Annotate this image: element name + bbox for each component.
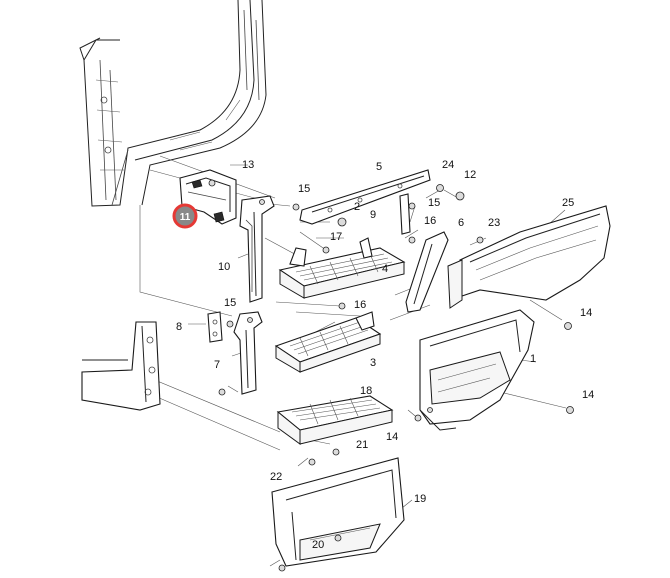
part-19-panel	[271, 457, 405, 567]
bolt-15b	[408, 202, 416, 210]
part-1-housing	[419, 309, 535, 431]
callout-8[interactable]: 8	[176, 321, 182, 333]
part-10-strip	[239, 195, 275, 303]
bolt-2	[337, 217, 347, 227]
bolt-15c	[226, 320, 234, 328]
part-5-bar	[299, 169, 431, 235]
callout-14a[interactable]: 14	[580, 307, 592, 319]
part-18-step	[276, 395, 394, 445]
highlight-ring	[172, 203, 198, 229]
callout-19[interactable]: 19	[414, 493, 426, 505]
cab-frame	[79, 0, 267, 207]
callout-16b[interactable]: 16	[354, 299, 366, 311]
callout-7[interactable]: 7	[214, 359, 220, 371]
callout-23[interactable]: 23	[488, 217, 500, 229]
callout-3[interactable]: 3	[370, 357, 376, 369]
bolt-14a	[564, 322, 572, 330]
callout-13[interactable]: 13	[242, 159, 254, 171]
callout-18[interactable]: 18	[360, 385, 372, 397]
callout-22[interactable]: 22	[270, 471, 282, 483]
callout-14b[interactable]: 14	[582, 389, 594, 401]
bolt-bottom	[278, 564, 286, 572]
part-8-bracket	[207, 311, 223, 343]
callout-15b[interactable]: 15	[428, 197, 440, 209]
callout-5[interactable]: 5	[376, 161, 382, 173]
callout-16a[interactable]: 16	[424, 215, 436, 227]
bolt-22	[308, 458, 316, 466]
callout-10[interactable]: 10	[218, 261, 230, 273]
nut-24	[436, 184, 444, 192]
callouts: 11 13 10 15 5 24 12 15 2 9 16 6 23 25 17…	[172, 159, 594, 551]
bolt-14b	[566, 406, 574, 414]
part-3-step	[274, 311, 382, 373]
callout-4[interactable]: 4	[382, 263, 388, 275]
part-25-fender	[447, 205, 611, 309]
part-13-bracket	[179, 169, 237, 225]
chassis-bracket	[81, 321, 161, 411]
bolt-12	[455, 191, 465, 201]
callout-11[interactable]: 11	[180, 212, 191, 223]
part-6-bracket	[405, 231, 449, 313]
bolt-lower-left	[218, 388, 226, 396]
callout-15a[interactable]: 15	[298, 183, 310, 195]
bolt-21	[332, 448, 340, 456]
callout-25[interactable]: 25	[562, 197, 574, 209]
fasteners	[218, 184, 574, 572]
callout-9[interactable]: 9	[370, 209, 376, 221]
callout-12[interactable]: 12	[464, 169, 476, 181]
bolt-16a	[408, 236, 416, 244]
callout-14c[interactable]: 14	[386, 431, 398, 443]
callout-1[interactable]: 1	[530, 353, 536, 365]
part-7-strip	[233, 311, 263, 395]
callout-6[interactable]: 6	[458, 217, 464, 229]
bolt-15a	[292, 203, 300, 211]
callout-2[interactable]: 2	[354, 201, 360, 213]
part-4-step	[278, 237, 406, 299]
bolt-14c	[414, 414, 422, 422]
callout-24[interactable]: 24	[442, 159, 454, 171]
callout-20[interactable]: 20	[312, 539, 324, 551]
callout-21[interactable]: 21	[356, 439, 368, 451]
callout-15c[interactable]: 15	[224, 297, 236, 309]
bolt-20	[334, 534, 342, 542]
bolt-16b	[338, 302, 346, 310]
callout-17[interactable]: 17	[330, 231, 342, 243]
bolt-17	[322, 246, 330, 254]
bolt-23	[476, 236, 484, 244]
